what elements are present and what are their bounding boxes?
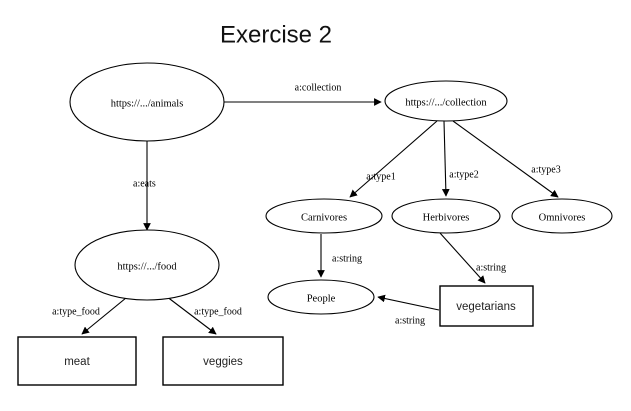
edge-line bbox=[439, 232, 486, 284]
node-label: https://.../food bbox=[117, 261, 177, 272]
node-ellipse[interactable] bbox=[69, 62, 225, 142]
edge-a-type-food-meat: a:type_food bbox=[52, 292, 133, 335]
node-food[interactable]: https://.../food bbox=[74, 229, 220, 301]
node-label: Omnivores bbox=[539, 212, 586, 223]
node-meat[interactable]: meat bbox=[17, 336, 137, 386]
node-label: Carnivores bbox=[301, 212, 347, 223]
edge-line bbox=[349, 120, 438, 198]
node-label: veggies bbox=[203, 356, 243, 368]
edge-a-collection: a:collection bbox=[224, 82, 382, 106]
edge-a-eats: a:eats bbox=[133, 141, 156, 231]
edge-label: a:type_food bbox=[194, 306, 242, 317]
edge-line bbox=[81, 292, 133, 335]
node-label: People bbox=[307, 293, 336, 304]
edge-label: a:type1 bbox=[366, 171, 395, 182]
edge-label: a:string bbox=[476, 262, 506, 273]
node-ellipse[interactable] bbox=[511, 198, 613, 234]
node-carnivores[interactable]: Carnivores bbox=[265, 198, 383, 234]
edge-label: a:collection bbox=[295, 82, 342, 93]
node-herbivores[interactable]: Herbivores bbox=[391, 198, 501, 234]
node-omnivores[interactable]: Omnivores bbox=[511, 198, 613, 234]
edge-a-string-vegetarians-people: a:string bbox=[377, 294, 440, 326]
edge-line bbox=[161, 292, 217, 335]
edge-line bbox=[377, 294, 440, 311]
edge-label: a:type3 bbox=[531, 164, 560, 175]
node-veggies[interactable]: veggies bbox=[162, 336, 284, 386]
edge-a-string-people: a:string bbox=[317, 234, 362, 278]
node-rect[interactable] bbox=[439, 285, 534, 327]
edge-label: a:type_food bbox=[52, 306, 100, 317]
edge-line bbox=[441, 120, 450, 197]
edge-label: a:type2 bbox=[449, 169, 478, 180]
node-vegetarians[interactable]: vegetarians bbox=[439, 285, 534, 327]
edge-a-string-vegetarians: a:string bbox=[439, 232, 506, 284]
node-people[interactable]: People bbox=[267, 279, 375, 315]
node-ellipse[interactable] bbox=[391, 198, 501, 234]
page-title: Exercise 2 bbox=[220, 21, 332, 48]
node-ellipse[interactable] bbox=[384, 80, 508, 122]
edge-a-type1: a:type1 bbox=[349, 120, 438, 198]
edge-label: a:eats bbox=[133, 178, 156, 189]
node-ellipse[interactable] bbox=[267, 279, 375, 315]
node-label: https://.../animals bbox=[111, 98, 184, 109]
edge-label: a:string bbox=[395, 315, 425, 326]
node-ellipse[interactable] bbox=[74, 229, 220, 301]
edge-a-type2: a:type2 bbox=[441, 120, 479, 197]
node-label: https://.../collection bbox=[405, 97, 487, 108]
node-rect[interactable] bbox=[17, 336, 137, 386]
edge-a-type-food-veggies: a:type_food bbox=[161, 292, 242, 335]
node-label: Herbivores bbox=[423, 212, 470, 223]
edge-label: a:string bbox=[332, 253, 362, 264]
node-collection[interactable]: https://.../collection bbox=[384, 80, 508, 122]
node-animals[interactable]: https://.../animals bbox=[69, 62, 225, 142]
node-ellipse[interactable] bbox=[265, 198, 383, 234]
node-label: meat bbox=[64, 356, 90, 368]
edge-a-type3: a:type3 bbox=[452, 120, 561, 198]
node-label: vegetarians bbox=[456, 301, 516, 313]
node-rect[interactable] bbox=[162, 336, 284, 386]
edge-line bbox=[452, 120, 559, 198]
